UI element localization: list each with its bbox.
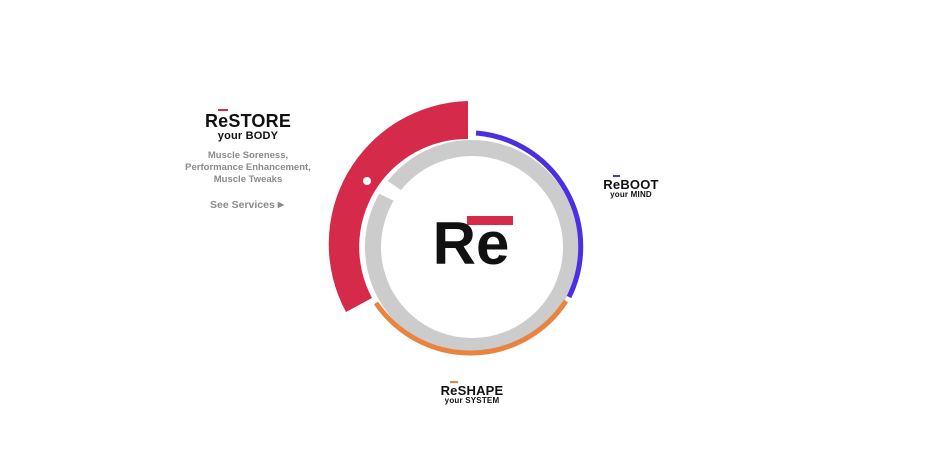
desc-line: Muscle Tweaks: [213, 174, 283, 185]
restore-title: ReSTORE: [204, 109, 292, 131]
caret-right-icon: ▶: [277, 200, 284, 209]
reshape-brand[interactable]: ReSHAPE your SYSTEM: [430, 381, 514, 405]
reboot-brand[interactable]: ReBOOT your MIND: [596, 175, 666, 199]
reboot-title: ReBOOT: [603, 175, 659, 192]
reshape-title: ReSHAPE: [440, 381, 504, 398]
ring-gap: [379, 180, 404, 203]
restore-segment[interactable]: [328, 101, 468, 312]
restore-brand[interactable]: ReSTORE your BODY: [198, 109, 298, 142]
see-services-link[interactable]: See Services▶: [205, 199, 289, 211]
center-logo: Re: [433, 210, 510, 277]
center-logo-e: e: [476, 210, 509, 277]
inner-ring: [365, 140, 579, 354]
reshape-subtitle: your SYSTEM: [444, 396, 500, 405]
center-logo-r: R: [433, 210, 476, 277]
restore-description: Muscle Soreness, Performance Enhancement…: [182, 150, 314, 186]
restore-subtitle: your BODY: [217, 130, 279, 142]
reshape-arc[interactable]: [373, 299, 569, 356]
desc-line: Performance Enhancement,: [185, 162, 311, 173]
desc-line: Muscle Soreness,: [207, 150, 289, 161]
restore-marker-dot: [363, 177, 371, 185]
center-logo-bar: [467, 216, 513, 225]
reboot-subtitle: your MIND: [610, 190, 652, 199]
reboot-arc[interactable]: [475, 130, 584, 299]
see-services-label: See Services: [210, 199, 275, 211]
